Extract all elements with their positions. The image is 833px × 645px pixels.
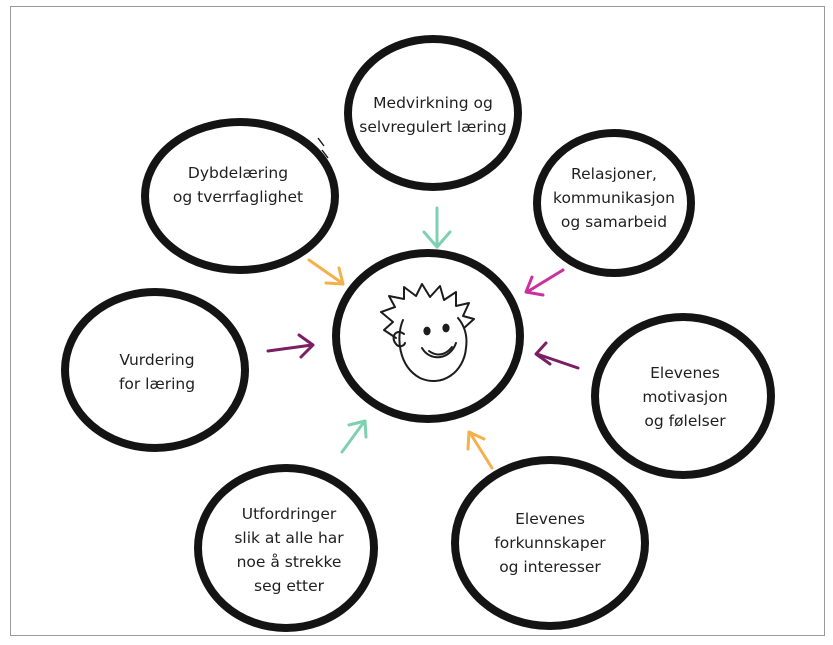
ring-dybdelaering	[141, 118, 339, 274]
node-dybdelaering-line-2: og tverrfaglighet	[172, 188, 304, 206]
node-medvirkning-line-2: selvregulert læring	[359, 118, 507, 136]
ring-relasjoner	[533, 129, 695, 277]
node-utfordringer-line-3: noe å strekke	[236, 553, 342, 571]
node-medvirkning: Medvirkning og selvregulert læring	[359, 91, 506, 139]
ring-motivasjon	[591, 313, 775, 479]
node-dybdelaering-line-1: Dybdelæring	[187, 163, 289, 182]
node-utfordringer-line-4: seg etter	[254, 577, 324, 596]
ring-center	[332, 249, 524, 423]
node-forkunnskaper-line-1: Elevenes	[515, 509, 585, 528]
node-forkunnskaper-line-3: og interesser	[499, 558, 601, 577]
node-utfordringer-line-2: slik at alle har	[234, 528, 344, 547]
arrow-vurdering	[266, 333, 315, 359]
arrow-medvirkning	[422, 206, 452, 249]
arrow-relasjoner	[524, 268, 565, 297]
node-relasjoner-line-3: og samarbeid	[560, 213, 668, 232]
ring-vurdering	[61, 288, 249, 452]
node-vurdering-line-2: for læring	[118, 375, 196, 393]
arrow-motivasjon	[534, 341, 580, 370]
node-motivasjon-line-3: og følelser	[644, 412, 726, 431]
arrow-dybdelaering	[307, 258, 345, 286]
node-dybdelaering: Dybdelæring og tverrfaglighet	[173, 161, 303, 209]
node-utfordringer: Utfordringer slik at alle har noe å stre…	[234, 502, 343, 598]
ring-medvirkning	[344, 35, 522, 191]
arrow-utfordringer	[340, 419, 368, 454]
node-motivasjon-line-1: Elevenes	[650, 363, 720, 382]
sketch-marks	[317, 137, 336, 183]
ring-utfordringer	[194, 464, 378, 632]
node-forkunnskaper-line-2: forkunnskaper	[494, 533, 606, 552]
node-utfordringer-line-1: Utfordringer	[241, 504, 337, 523]
smiling-face-icon	[380, 283, 475, 383]
node-vurdering-line-1: Vurdering	[119, 350, 195, 369]
node-medvirkning-line-1: Medvirkning og	[373, 93, 493, 112]
ring-forkunnskaper	[451, 456, 649, 630]
node-vurdering: Vurdering for læring	[119, 348, 195, 396]
node-motivasjon: Elevenes motivasjon og følelser	[642, 361, 727, 433]
node-forkunnskaper: Elevenes forkunnskaper og interesser	[494, 507, 605, 579]
arrow-forkunnskaper	[466, 430, 494, 470]
node-relasjoner: Relasjoner, kommunikasjon og samarbeid	[553, 162, 675, 234]
node-relasjoner-line-1: Relasjoner,	[571, 164, 657, 183]
node-relasjoner-line-2: kommunikasjon	[553, 188, 675, 207]
node-motivasjon-line-2: motivasjon	[642, 387, 728, 406]
